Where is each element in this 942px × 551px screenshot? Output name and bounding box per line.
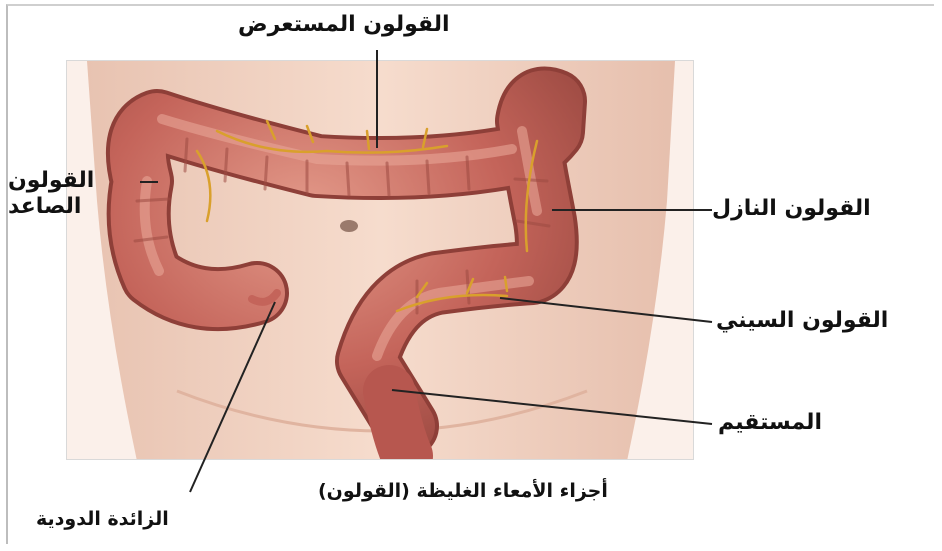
label-rectum: المستقيم <box>718 410 822 435</box>
label-appendix: الزائدة الدودية <box>36 508 169 530</box>
label-transverse-colon: القولون المستعرض <box>238 12 450 37</box>
figure-caption: أجزاء الأمعاء الغليظة (القولون) <box>318 480 608 502</box>
leader-rectum <box>392 390 712 424</box>
label-descending-colon: القولون النازل <box>712 196 871 221</box>
label-ascending-line1: القولون <box>8 168 98 194</box>
leader-appendix <box>190 302 275 492</box>
leader-sigmoid <box>500 298 712 322</box>
label-sigmoid-colon: القولون السيني <box>716 308 888 333</box>
label-ascending-line2: الصاعد <box>8 194 98 220</box>
label-ascending-colon: القولون الصاعد <box>8 168 98 220</box>
